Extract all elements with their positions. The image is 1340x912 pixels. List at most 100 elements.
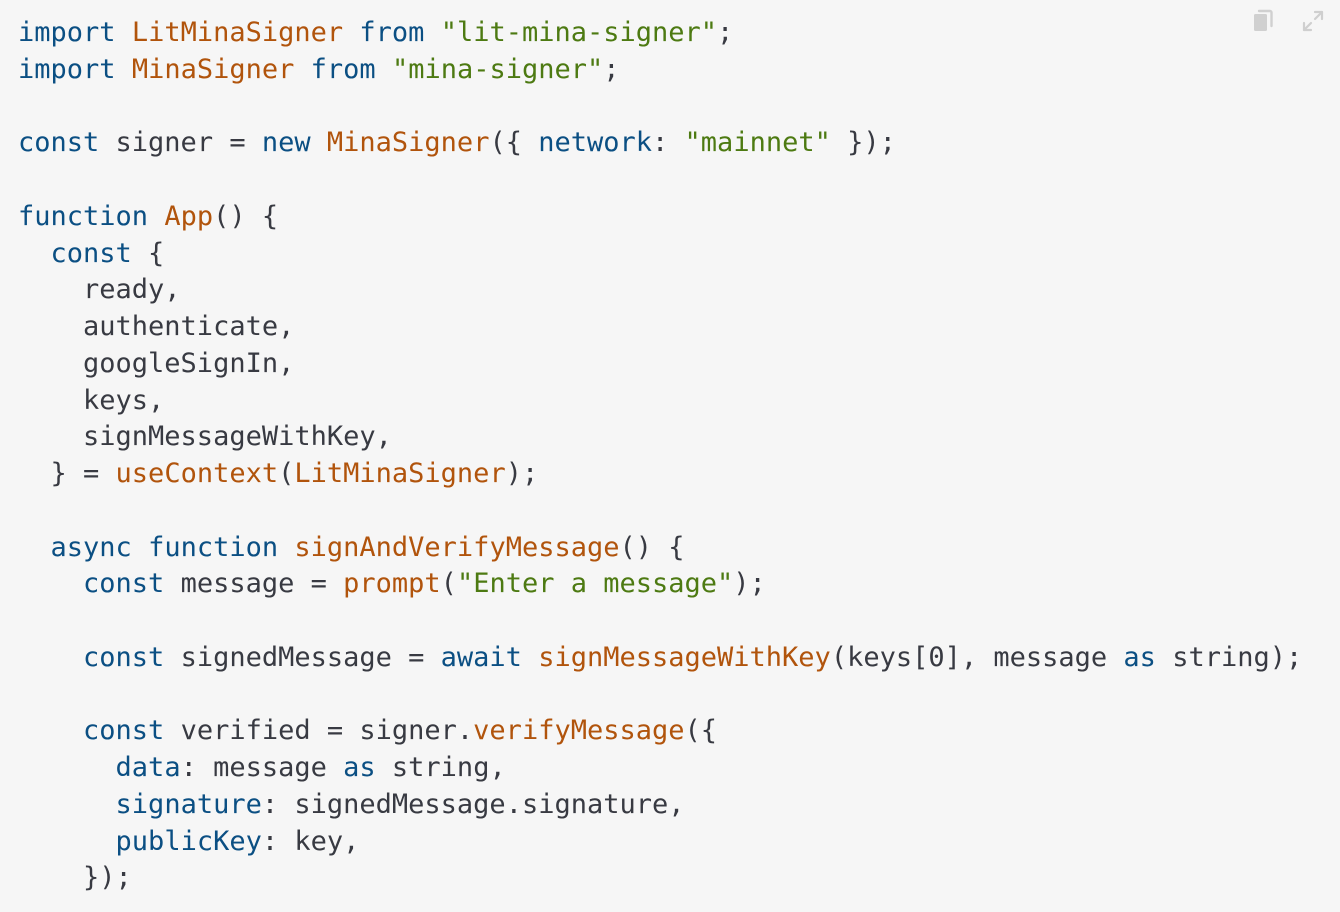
code-line (18, 162, 1302, 199)
text-token: googleSignIn, (18, 347, 295, 379)
keyword-token: import (18, 17, 116, 48)
text-token: ( (278, 458, 295, 489)
text-token (18, 568, 83, 599)
keyword-token: function (18, 200, 149, 232)
function-token: MinaSigner (326, 127, 490, 159)
text-token: : message (180, 752, 344, 783)
copy-button[interactable] (1248, 6, 1278, 36)
function-token: LitMinaSigner (294, 458, 506, 489)
code-line: ready, (18, 272, 1302, 309)
code-content: import LitMinaSigner from "lit-mina-sign… (18, 15, 1302, 897)
text-token: () { (619, 531, 685, 563)
code-line: const verified = signer.verifyMessage({ (18, 713, 1302, 750)
keyword-token: import (18, 53, 116, 85)
expand-button[interactable] (1298, 6, 1328, 36)
expand-icon (1301, 9, 1325, 33)
text-token: ); (505, 458, 539, 489)
keyword-token: as (343, 752, 376, 783)
property-token: signature (115, 788, 262, 820)
property-token: publicKey (115, 825, 262, 857)
code-line: signMessageWithKey, (18, 419, 1302, 456)
copy-icon (1251, 8, 1275, 34)
text-token (376, 54, 392, 85)
code-line: const message = prompt("Enter a message"… (18, 566, 1302, 603)
text-token: authenticate, (18, 311, 295, 342)
text-token: ready, (18, 274, 181, 306)
text-token (311, 127, 327, 158)
text-token (116, 17, 132, 48)
code-line: function App() { (18, 199, 1302, 236)
keyword-token: async (50, 531, 132, 563)
text-token: signMessageWithKey, (18, 421, 392, 453)
text-token: signedMessage = (164, 641, 441, 673)
text-token: signer = (99, 127, 262, 159)
code-line: import MinaSigner from "mina-signer"; (18, 52, 1302, 89)
code-line (18, 89, 1302, 126)
function-token: LitMinaSigner (131, 17, 344, 48)
property-token: network (538, 127, 653, 159)
function-token: prompt (343, 568, 441, 600)
text-token (278, 532, 294, 563)
code-line: async function signAndVerifyMessage() { (18, 530, 1302, 567)
text-token: ({ (489, 127, 539, 159)
text-token: : (652, 127, 685, 159)
code-toolbar (1248, 6, 1328, 36)
text-token: ); (733, 568, 766, 600)
text-token: : key, (261, 825, 360, 857)
code-line: keys, (18, 383, 1302, 420)
text-token (18, 642, 83, 673)
text-token: : signedMessage.signature, (261, 788, 685, 820)
code-line (18, 493, 1302, 530)
keyword-token: function (148, 531, 279, 563)
string-token: "lit-mina-signer" (440, 17, 718, 48)
text-token (18, 752, 116, 783)
keyword-token: from (310, 53, 376, 85)
code-line: const signedMessage = await signMessageW… (18, 640, 1302, 677)
code-line: import LitMinaSigner from "lit-mina-sign… (18, 15, 1302, 52)
text-token: string, (375, 752, 506, 783)
code-line: authenticate, (18, 309, 1302, 346)
function-token: MinaSigner (131, 53, 295, 85)
code-line: googleSignIn, (18, 346, 1302, 383)
text-token: ; (603, 53, 620, 85)
keyword-token: const (18, 127, 100, 159)
function-token: signMessageWithKey (538, 641, 831, 673)
code-line (18, 677, 1302, 714)
keyword-token: await (440, 641, 522, 673)
text-token: { (131, 237, 165, 269)
property-token: data (115, 752, 181, 783)
keyword-token: const (50, 237, 132, 269)
code-line: publicKey: key, (18, 824, 1302, 861)
text-token: message = (164, 568, 344, 600)
keyword-token: from (359, 17, 425, 48)
text-token (343, 17, 359, 48)
text-token (132, 532, 148, 563)
function-token: useContext (115, 458, 279, 489)
code-line: data: message as string, (18, 750, 1302, 787)
text-token (294, 54, 310, 85)
text-token (522, 642, 538, 673)
text-token: }); (18, 862, 132, 894)
string-token: "mina-signer" (391, 53, 604, 85)
code-line: const signer = new MinaSigner({ network:… (18, 125, 1302, 162)
text-token: keys, (18, 384, 165, 416)
code-line: signature: signedMessage.signature, (18, 787, 1302, 824)
text-token (148, 201, 164, 232)
text-token (424, 17, 440, 48)
string-token: "mainnet" (684, 127, 831, 159)
text-token (18, 532, 51, 563)
text-token (18, 238, 51, 269)
text-token (116, 54, 132, 85)
code-line (18, 603, 1302, 640)
text-token: () { (213, 200, 279, 232)
code-line: }); (18, 860, 1302, 897)
string-token: "Enter a message" (456, 568, 734, 600)
code-line: const { (18, 236, 1302, 273)
text-token (18, 715, 83, 746)
text-token: (keys[0], message (830, 641, 1124, 673)
keyword-token: as (1123, 641, 1156, 673)
function-token: App (164, 200, 214, 232)
text-token: ; (717, 17, 734, 48)
text-token: ({ (684, 715, 718, 747)
